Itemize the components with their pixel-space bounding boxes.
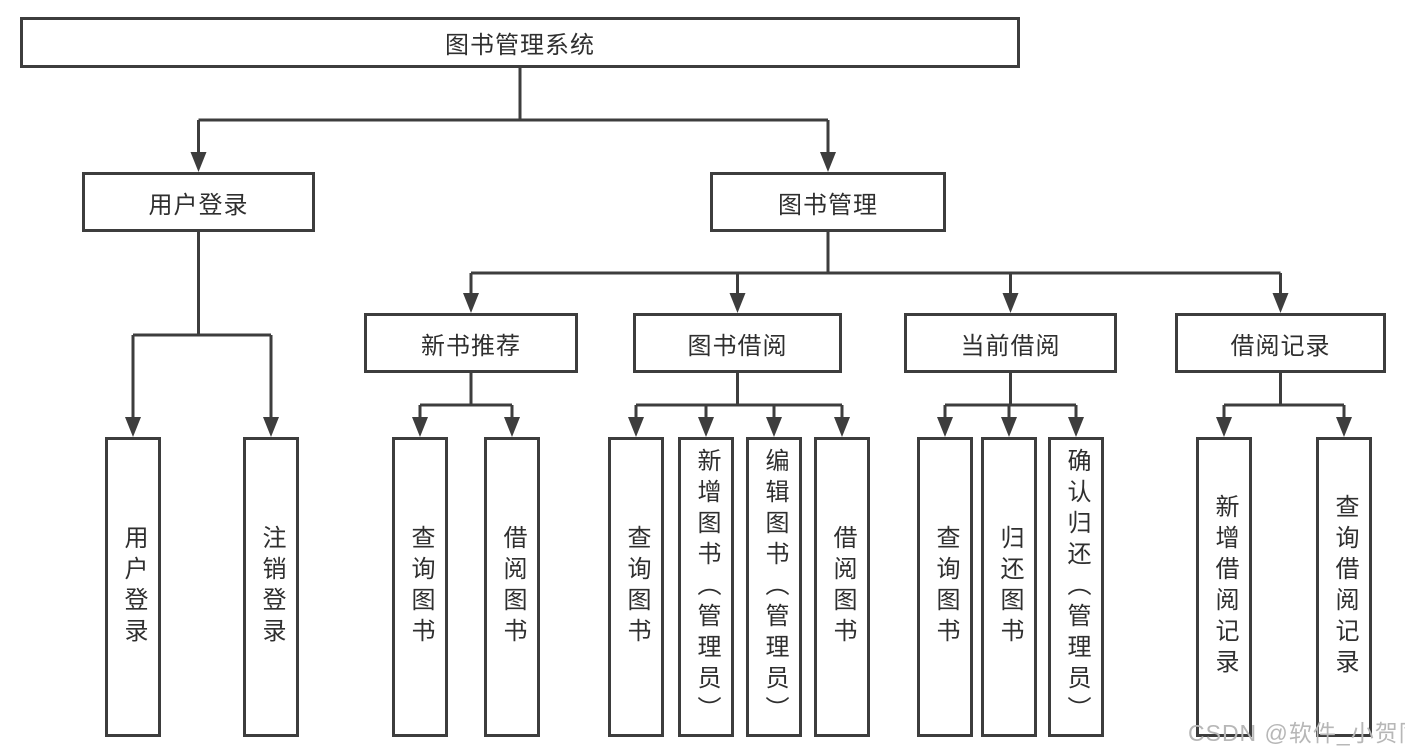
leaf-confirm-return-admin: 确认归还（管理员） xyxy=(1048,437,1104,737)
leaf-confirm-return-admin-label: 确认归还（管理员） xyxy=(1063,447,1090,727)
leaf-borrow-books-recommend: 借阅图书 xyxy=(484,437,540,737)
csdn-watermark: CSDN @软件_小贺同学 xyxy=(1188,720,1405,746)
leaf-add-borrow-record: 新增借阅记录 xyxy=(1196,437,1252,737)
leaf-add-book-admin-label: 新增图书（管理员） xyxy=(693,447,720,727)
node-current-borrowing: 当前借阅 xyxy=(904,313,1117,373)
leaf-query-books-recommend-label: 查询图书 xyxy=(407,525,434,649)
leaf-user-login-label: 用户登录 xyxy=(120,525,147,649)
leaf-return-books-label: 归还图书 xyxy=(996,525,1023,649)
leaf-query-books-recommend: 查询图书 xyxy=(392,437,448,737)
node-borrowing-records: 借阅记录 xyxy=(1175,313,1386,373)
leaf-query-borrow-record-label: 查询借阅记录 xyxy=(1331,494,1358,680)
leaf-borrow-books: 借阅图书 xyxy=(814,437,870,737)
leaf-edit-book-admin: 编辑图书（管理员） xyxy=(746,437,802,737)
leaf-add-book-admin: 新增图书（管理员） xyxy=(678,437,734,737)
node-user-login-module: 用户登录 xyxy=(82,172,315,232)
node-new-book-recommendation: 新书推荐 xyxy=(364,313,578,373)
leaf-query-books-current-label: 查询图书 xyxy=(932,525,959,649)
leaf-add-borrow-record-label: 新增借阅记录 xyxy=(1211,494,1238,680)
node-book-borrowing: 图书借阅 xyxy=(633,313,842,373)
leaf-edit-book-admin-label: 编辑图书（管理员） xyxy=(761,447,788,727)
leaf-query-books-borrow-label: 查询图书 xyxy=(623,525,650,649)
leaf-logout: 注销登录 xyxy=(243,437,299,737)
arrowheads xyxy=(125,152,1352,437)
leaf-borrow-books-label: 借阅图书 xyxy=(829,525,856,649)
leaf-borrow-books-recommend-label: 借阅图书 xyxy=(499,525,526,649)
leaf-user-login: 用户登录 xyxy=(105,437,161,737)
leaf-query-borrow-record: 查询借阅记录 xyxy=(1316,437,1372,737)
leaf-logout-label: 注销登录 xyxy=(258,525,285,649)
node-library-management-system: 图书管理系统 xyxy=(20,17,1020,68)
leaf-return-books: 归还图书 xyxy=(981,437,1037,737)
leaf-query-books-borrow: 查询图书 xyxy=(608,437,664,737)
node-book-management-module: 图书管理 xyxy=(710,172,946,232)
leaf-query-books-current: 查询图书 xyxy=(917,437,973,737)
